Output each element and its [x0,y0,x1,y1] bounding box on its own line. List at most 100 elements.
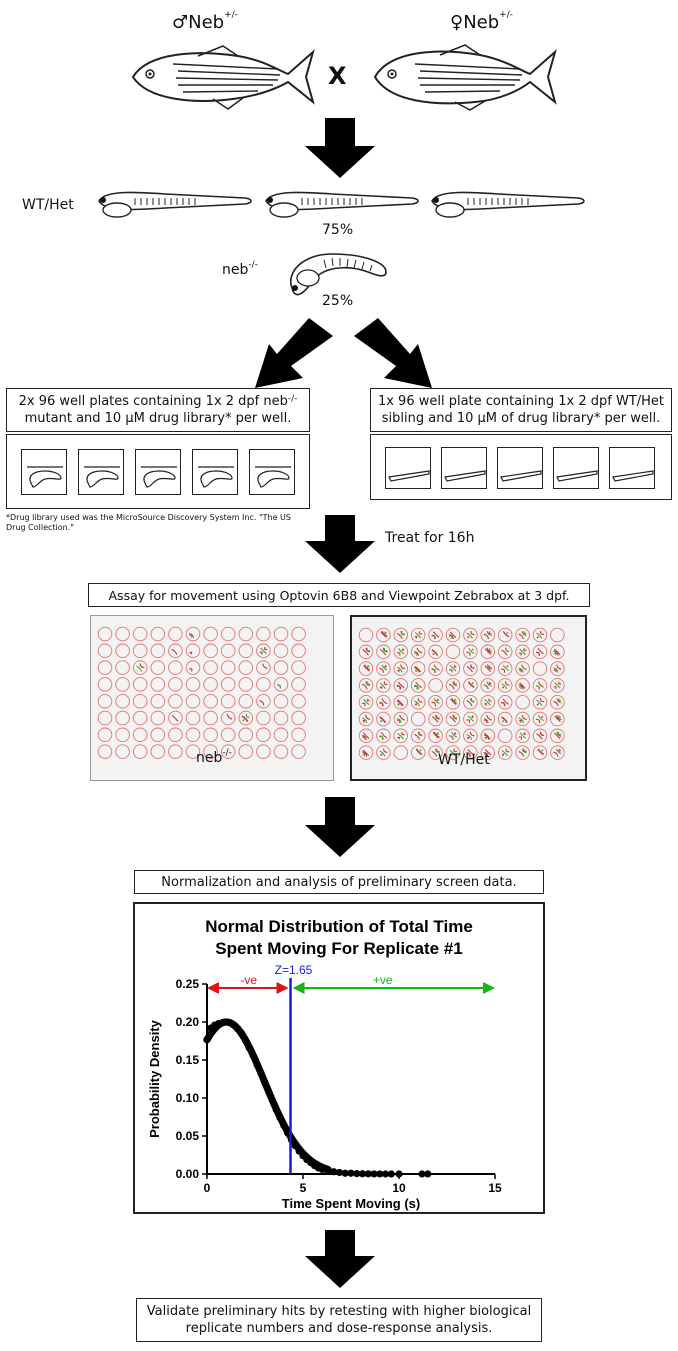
data-point [376,1170,384,1178]
wt-well-2 [441,447,487,489]
plate-well [115,660,130,675]
data-point [272,1105,280,1113]
mutant-larvae-icons [27,466,291,488]
plate-well [358,694,374,710]
plate-well [150,660,166,675]
plate-well [376,694,391,710]
plate-well [273,660,289,675]
plate-well [497,745,513,760]
female-symbol: ♀ [450,12,464,33]
plate-well [410,694,426,710]
plate-well [463,678,478,693]
x-axis-label: Time Spent Moving (s) [282,1196,420,1211]
plate-well [532,627,548,643]
plate-well [150,727,166,743]
data-point [370,1170,378,1178]
plate-well [168,677,183,692]
plate-well [97,744,113,759]
plate-well [256,710,271,726]
plate-well [220,710,236,726]
data-point [364,1170,372,1178]
plate-well [532,694,548,710]
data-point [203,1035,211,1044]
y-tick-label: 0.10 [176,1091,200,1105]
plate-well [532,661,548,676]
larva-wt-2-icon [265,191,419,218]
plate-well [410,627,426,643]
data-point [257,1069,265,1077]
plate-well [97,693,113,709]
plate-well [273,727,289,743]
split-arrow-right [354,318,432,388]
plate-well [445,644,461,660]
wt-plate-description: 1x 96 well plate containing 1x 2 dpf WT/… [370,388,672,432]
plate-well [532,728,548,744]
plate-well [185,744,201,759]
well-3 [135,449,181,495]
data-point [268,1096,276,1104]
plate-well [220,693,236,709]
data-point [237,1029,246,1037]
plate-well [550,644,565,660]
plate-well [291,677,306,692]
female-fish-icon [373,44,557,111]
female-parent-label: ♀Neb+/- [450,10,513,33]
well-5 [249,449,295,495]
plate-well [497,644,513,660]
plate-well [132,744,148,759]
plate-well [515,627,530,643]
plate-well [480,627,496,643]
neb-mutant-label: neb-/- [222,260,258,278]
plate-well [376,644,391,660]
flow-arrow-4 [305,1230,375,1288]
split-arrow-left [255,318,333,388]
drug-library-footnote: *Drug library used was the MicroSource D… [6,513,291,532]
positive-arrowhead-left [292,982,305,994]
plate-well [168,643,183,659]
plate-well [273,677,289,692]
data-point [353,1170,361,1178]
plate-well [132,693,148,709]
plate-well [185,643,201,659]
plate-well [115,643,130,659]
plate-well [238,744,254,759]
plate-well [115,744,130,759]
plate-well [132,660,148,675]
plate-well [428,678,443,693]
data-point [395,1170,403,1178]
plate-well [291,626,306,642]
plate-well [428,745,443,760]
plate-well [97,727,113,743]
plate-well [410,711,426,727]
plate-well [273,744,289,759]
data-point [249,1051,257,1060]
plate-well [480,661,496,676]
plate-well [273,643,289,659]
x-tick-label: 0 [204,1181,211,1195]
plate-well [238,693,254,709]
plate-well [168,710,183,726]
plate-well [273,626,289,642]
plate-well [115,727,130,743]
wt-well-5 [609,447,655,489]
plate-well [273,710,289,726]
plate-well [203,744,218,759]
y-tick-label: 0.20 [176,1015,200,1029]
plate-well [291,693,306,709]
data-point [418,1170,426,1178]
y-tick-label: 0.15 [176,1053,200,1067]
plate-well [532,644,548,660]
x-tick-label: 15 [488,1181,502,1195]
plate-well [203,677,218,692]
plate-well [428,661,443,676]
plate-well [515,711,530,727]
male-genotype: Neb [188,12,225,33]
wt-well-4 [553,447,599,489]
wt-het-label: WT/Het [22,197,74,213]
plate-well [150,693,166,709]
wt-percent: 75% [322,222,354,238]
plate-well [291,744,306,759]
well-2 [78,449,124,495]
y-tick-label: 0.00 [176,1167,200,1181]
